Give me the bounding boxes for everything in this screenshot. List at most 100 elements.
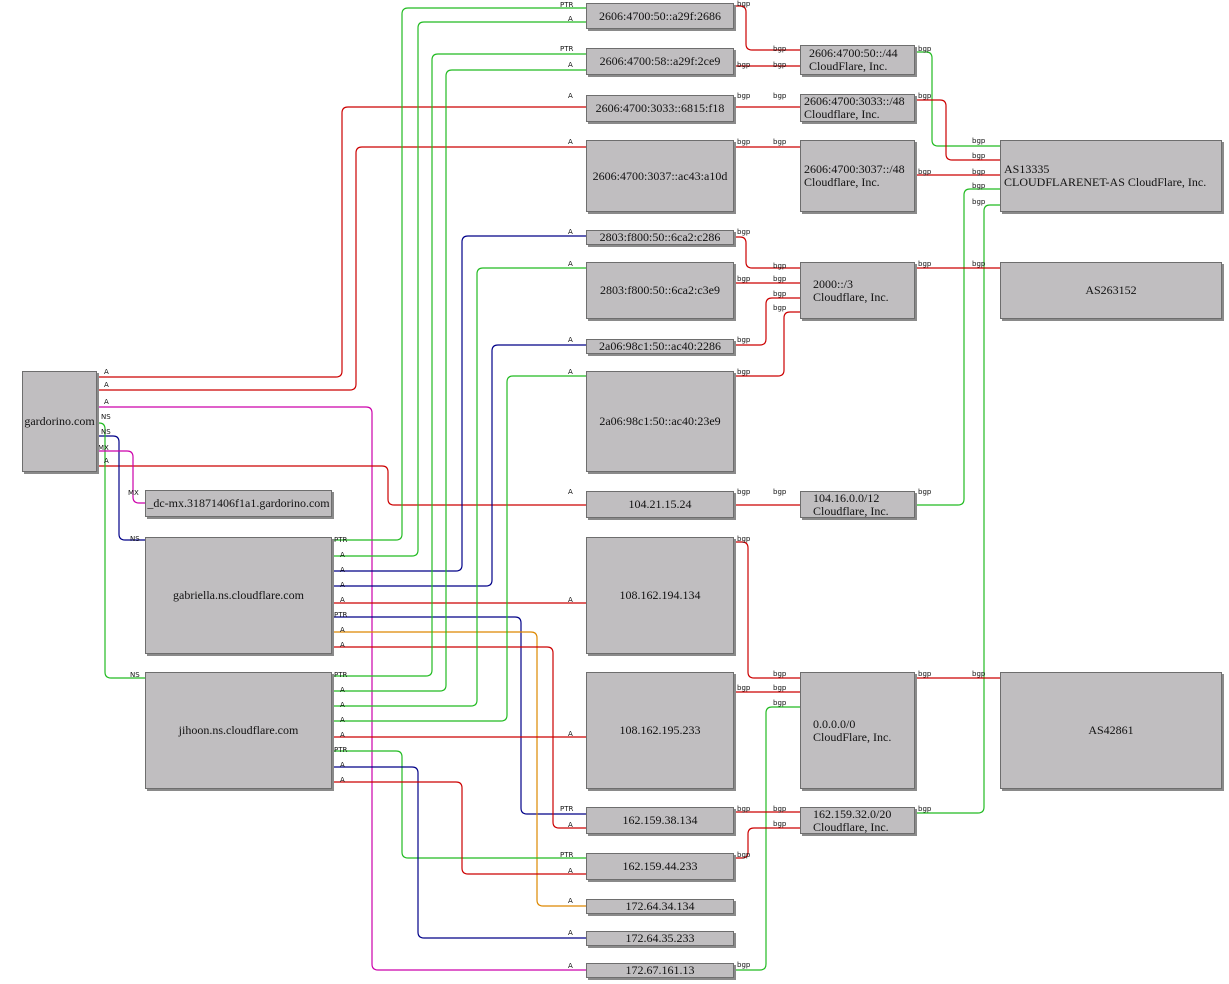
svg-text:PTR: PTR xyxy=(560,45,573,53)
svg-text:A: A xyxy=(568,260,573,268)
svg-text:A: A xyxy=(104,381,109,389)
node-ip4-a[interactable]: 104.21.15.24 xyxy=(586,491,734,518)
node-gabriella[interactable]: gabriella.ns.cloudflare.com xyxy=(145,537,332,654)
node-jihoon[interactable]: jihoon.ns.cloudflare.com xyxy=(145,672,332,789)
svg-text:bgp: bgp xyxy=(737,275,751,283)
edge-label-layer: A A A NS NS MX A MX NS NS PTR A A A A PT… xyxy=(98,0,986,970)
svg-text:A: A xyxy=(568,897,573,905)
svg-text:bgp: bgp xyxy=(737,368,751,376)
svg-text:bgp: bgp xyxy=(918,670,932,678)
svg-text:bgp: bgp xyxy=(737,535,751,543)
node-ip4-e[interactable]: 162.159.44.233 xyxy=(586,853,734,880)
edge-a-gardorino-ip4-a xyxy=(97,465,586,506)
svg-text:MX: MX xyxy=(98,444,109,452)
edge-a-gardorino-ip6-c xyxy=(97,106,586,378)
edge-ptr-jihoon-ip6-b xyxy=(332,53,586,677)
node-ip6-a[interactable]: 2606:4700:50::a29f:2686 xyxy=(586,3,734,29)
node-dc-mx[interactable]: _dc-mx.31871406f1a1.gardorino.com xyxy=(145,490,332,517)
svg-text:PTR: PTR xyxy=(334,746,347,754)
edge-ns-gardorino-gabriella xyxy=(97,435,145,541)
svg-text:bgp: bgp xyxy=(773,304,787,312)
edge-a-jihoon-ip6-h xyxy=(332,375,586,722)
svg-text:A: A xyxy=(568,730,573,738)
edge-a-jihoon-ip6-f xyxy=(332,267,586,707)
svg-text:bgp: bgp xyxy=(737,805,751,813)
node-ip4-b[interactable]: 108.162.194.134 xyxy=(586,537,734,654)
svg-text:bgp: bgp xyxy=(773,138,787,146)
svg-text:bgp: bgp xyxy=(773,61,787,69)
svg-text:bgp: bgp xyxy=(737,138,751,146)
svg-text:bgp: bgp xyxy=(773,92,787,100)
edge-a-jihoon-ip6-a2 xyxy=(332,69,586,692)
svg-text:bgp: bgp xyxy=(918,168,932,176)
svg-text:bgp: bgp xyxy=(773,670,787,678)
svg-text:bgp: bgp xyxy=(972,260,986,268)
svg-text:A: A xyxy=(568,929,573,937)
edge-a-gabriella-ip6-e xyxy=(332,235,586,572)
svg-text:bgp: bgp xyxy=(737,961,751,969)
edge-bgp-ip4b-pfxf xyxy=(734,541,800,679)
svg-text:bgp: bgp xyxy=(773,262,787,270)
edge-mx-gardorino-dcmx xyxy=(97,450,145,504)
svg-text:bgp: bgp xyxy=(737,488,751,496)
svg-text:NS: NS xyxy=(130,671,140,679)
svg-text:A: A xyxy=(340,686,345,694)
node-as13335[interactable]: AS13335 CLOUDFLARENET-AS CloudFlare, Inc… xyxy=(1000,140,1222,212)
svg-text:A: A xyxy=(340,551,345,559)
svg-text:bgp: bgp xyxy=(972,152,986,160)
node-ip4-c[interactable]: 108.162.195.233 xyxy=(586,672,734,789)
node-ip4-f[interactable]: 172.64.34.134 xyxy=(586,899,734,914)
svg-text:A: A xyxy=(340,626,345,634)
svg-text:A: A xyxy=(568,138,573,146)
svg-text:A: A xyxy=(340,641,345,649)
svg-text:bgp: bgp xyxy=(737,92,751,100)
node-prefix-2606-4700-50[interactable]: 2606:4700:50::/44 CloudFlare, Inc. xyxy=(800,45,915,75)
svg-text:A: A xyxy=(568,596,573,604)
svg-text:PTR: PTR xyxy=(560,805,573,813)
edge-bgp-pfxg-asa xyxy=(915,204,1000,814)
svg-text:PTR: PTR xyxy=(560,1,573,9)
edge-bgp-ip6h-pfxd xyxy=(734,311,800,377)
svg-text:A: A xyxy=(340,776,345,784)
edge-ptr-gabriella-ip4-d xyxy=(332,616,586,815)
svg-text:bgp: bgp xyxy=(972,168,986,176)
node-ip6-d[interactable]: 2606:4700:3037::ac43:a10d xyxy=(586,140,734,212)
svg-text:bgp: bgp xyxy=(773,275,787,283)
edge-ptr-jihoon-ip4-e xyxy=(332,750,586,859)
svg-text:bgp: bgp xyxy=(918,260,932,268)
node-prefix-2000[interactable]: 2000::/3 Cloudflare, Inc. xyxy=(800,262,915,319)
edge-a-jihoon-ip4-e2 xyxy=(332,781,586,875)
svg-text:PTR: PTR xyxy=(334,671,347,679)
node-ip6-f[interactable]: 2803:f800:50::6ca2:c3e9 xyxy=(586,262,734,319)
svg-text:bgp: bgp xyxy=(773,684,787,692)
node-ip6-c[interactable]: 2606:4700:3033::6815:f18 xyxy=(586,95,734,122)
node-prefix-2606-4700-3037[interactable]: 2606:4700:3037::/48 Cloudflare, Inc. xyxy=(800,140,915,212)
edge-bgp-ip6a-pfxa xyxy=(734,5,800,51)
node-as42861[interactable]: AS42861 xyxy=(1000,672,1222,789)
edge-a-gardorino-ip6-d xyxy=(97,146,586,391)
node-as263152[interactable]: AS263152 xyxy=(1000,262,1222,319)
node-ip4-g[interactable]: 172.64.35.233 xyxy=(586,931,734,946)
node-prefix-0-0-0-0[interactable]: 0.0.0.0/0 CloudFlare, Inc. xyxy=(800,672,915,789)
svg-text:bgp: bgp xyxy=(972,182,986,190)
node-ip6-h[interactable]: 2a06:98c1:50::ac40:23e9 xyxy=(586,371,734,472)
edge-a-gabriella-ip4-f xyxy=(332,631,586,907)
svg-text:NS: NS xyxy=(101,413,111,421)
node-prefix-2606-4700-3033[interactable]: 2606:4700:3033::/48 Cloudflare, Inc. xyxy=(800,94,915,122)
node-ip4-h[interactable]: 172.67.161.13 xyxy=(586,963,734,978)
svg-text:PTR: PTR xyxy=(334,536,347,544)
node-ip6-e[interactable]: 2803:f800:50::6ca2:c286 xyxy=(586,230,734,245)
node-prefix-104-16[interactable]: 104.16.0.0/12 Cloudflare, Inc. xyxy=(800,491,915,518)
node-ip6-b[interactable]: 2606:4700:58::a29f:2ce9 xyxy=(586,48,734,75)
node-prefix-162-159-32[interactable]: 162.159.32.0/20 Cloudflare, Inc. xyxy=(800,807,915,834)
svg-text:bgp: bgp xyxy=(918,805,932,813)
svg-text:A: A xyxy=(568,61,573,69)
svg-text:bgp: bgp xyxy=(737,336,751,344)
node-gardorino[interactable]: gardorino.com xyxy=(22,371,97,472)
svg-text:bgp: bgp xyxy=(918,92,932,100)
svg-text:bgp: bgp xyxy=(773,805,787,813)
node-ip6-g[interactable]: 2a06:98c1:50::ac40:2286 xyxy=(586,339,734,354)
svg-text:A: A xyxy=(340,761,345,769)
svg-text:bgp: bgp xyxy=(972,670,986,678)
node-ip4-d[interactable]: 162.159.38.134 xyxy=(586,807,734,834)
